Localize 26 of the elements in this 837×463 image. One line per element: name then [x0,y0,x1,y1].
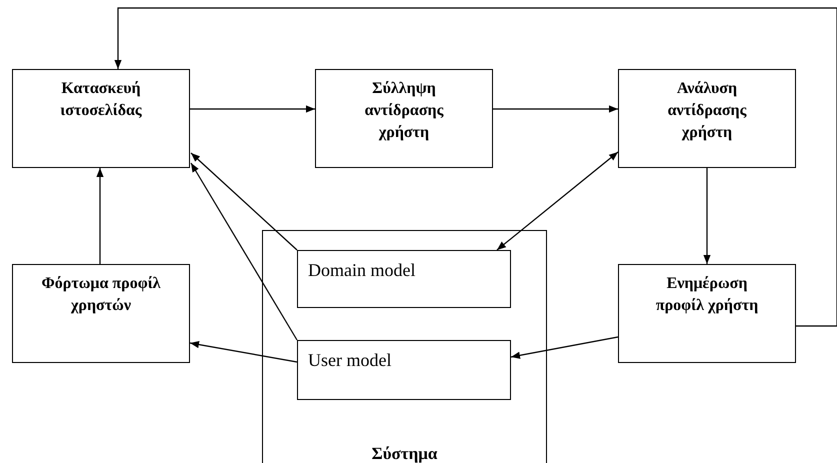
arrow [493,105,618,113]
process-box [12,69,190,168]
arrow [190,162,298,340]
node-label: Domain model [308,259,416,281]
node-label: Ενημέρωση προφίλ χρήστη [654,274,760,316]
node-label: Κατασκευή ιστοσελίδας [59,79,143,121]
process-box [618,264,796,363]
arrow [96,168,104,264]
arrow [190,105,315,113]
arrow [496,152,618,250]
process-box [297,340,511,400]
container-box [262,230,547,463]
node-label: Ανάλυση αντίδρασης χρήστη [666,79,748,143]
process-box [297,250,511,308]
process-box [618,69,796,168]
arrow [510,336,618,359]
process-box [315,69,493,168]
arrow [190,341,298,363]
arrow [703,168,711,264]
process-box [12,264,190,363]
node-label: User model [308,349,392,371]
arrow [190,152,298,250]
node-label: Φόρτωμα προφίλ χρηστών [40,274,162,316]
node-label: Σύστημα [370,444,438,463]
arrow [114,7,837,327]
node-label: Σύλληψη αντίδρασης χρήστη [364,79,444,143]
